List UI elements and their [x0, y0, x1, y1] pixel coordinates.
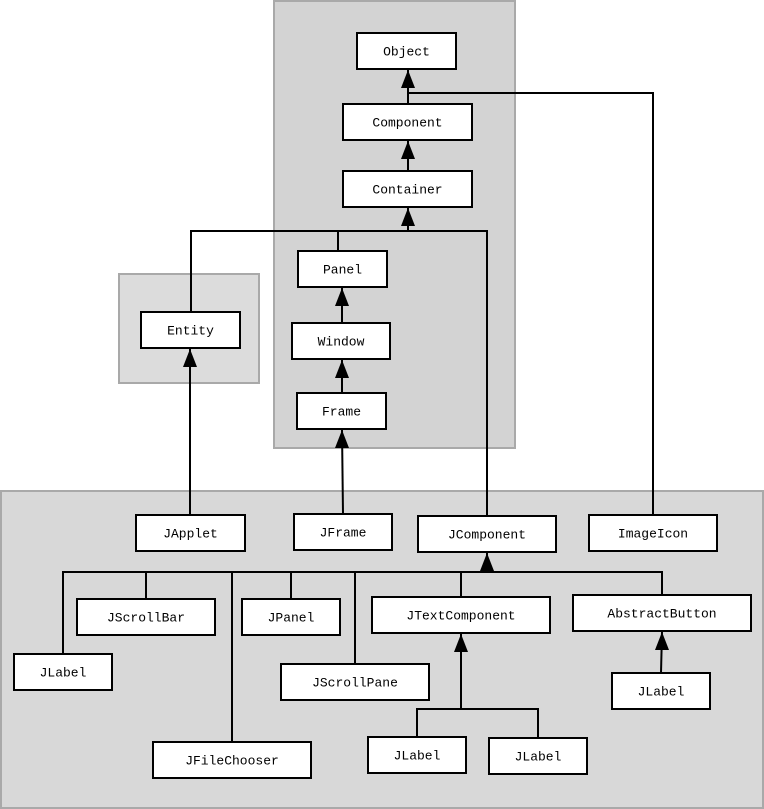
class-label: Object — [383, 44, 430, 59]
class-label: Component — [372, 115, 442, 130]
inheritance-edge-jcomponent-to-container — [408, 230, 488, 516]
class-box — [417, 515, 557, 553]
class-node-jlabel3: JLabel — [488, 737, 588, 775]
class-box — [76, 598, 216, 636]
class-box — [280, 663, 430, 701]
class-label: ImageIcon — [618, 526, 688, 541]
inheritance-edge-entity-to-container — [190, 230, 408, 312]
class-label: JLabel — [40, 665, 87, 680]
class-label: JLabel — [515, 749, 562, 764]
nodes-layer: ObjectComponentContainerPanelWindowFrame… — [13, 32, 752, 779]
class-box — [342, 170, 473, 208]
class-box — [296, 392, 387, 430]
class-label: Frame — [322, 404, 361, 419]
class-label: JLabel — [638, 684, 685, 699]
class-node-jlabel4: JLabel — [611, 672, 711, 710]
class-node-imageicon: ImageIcon — [588, 514, 718, 552]
class-box — [13, 653, 113, 691]
class-box — [356, 32, 457, 70]
arrowhead-icon — [655, 632, 669, 650]
class-box — [371, 596, 551, 634]
class-label: Entity — [167, 323, 214, 338]
class-node-jtextcomponent: JTextComponent — [371, 596, 551, 634]
arrowhead-icon — [401, 208, 415, 226]
arrowhead-icon — [335, 288, 349, 306]
class-node-container: Container — [342, 170, 473, 208]
arrowhead-icon — [335, 430, 349, 448]
package-group-awt — [273, 0, 516, 449]
class-label: Window — [318, 334, 365, 349]
class-box — [367, 736, 467, 774]
class-box — [572, 594, 752, 632]
class-box — [152, 741, 312, 779]
class-label: Panel — [323, 262, 362, 277]
class-node-jfilechooser: JFileChooser — [152, 741, 312, 779]
class-node-entity: Entity — [140, 311, 241, 349]
class-node-jlabel1: JLabel — [13, 653, 113, 691]
arrowhead-icon — [401, 141, 415, 159]
class-node-japplet: JApplet — [135, 514, 246, 552]
class-node-abstractbutton: AbstractButton — [572, 594, 752, 632]
class-label: JPanel — [268, 610, 315, 625]
arrowhead-icon — [335, 360, 349, 378]
inheritance-edge-imageicon-to-object — [408, 92, 654, 515]
arrowhead-icon — [183, 349, 197, 367]
class-node-jlabel2: JLabel — [367, 736, 467, 774]
class-label: JLabel — [394, 748, 441, 763]
class-label: JFileChooser — [185, 753, 279, 768]
class-node-jscrollbar: JScrollBar — [76, 598, 216, 636]
class-box — [291, 322, 391, 360]
class-box — [241, 598, 341, 636]
class-box — [611, 672, 711, 710]
class-node-object: Object — [356, 32, 457, 70]
class-box — [293, 513, 393, 551]
class-box — [140, 311, 241, 349]
class-node-panel: Panel — [297, 250, 388, 288]
class-label: JApplet — [163, 526, 218, 541]
class-label: JFrame — [320, 525, 367, 540]
class-box — [588, 514, 718, 552]
class-node-jpanel: JPanel — [241, 598, 341, 636]
class-node-jcomponent: JComponent — [417, 515, 557, 553]
class-box — [135, 514, 246, 552]
class-label: Container — [372, 182, 442, 197]
class-box — [488, 737, 588, 775]
class-box — [297, 250, 388, 288]
arrowhead-icon — [401, 70, 415, 88]
inheritance-edge-jlabel2-to-jtextcomponent — [416, 634, 462, 737]
arrowhead-icon — [454, 634, 468, 652]
class-label: JTextComponent — [406, 608, 515, 623]
arrowhead-icon — [480, 553, 494, 571]
class-node-jscrollpane: JScrollPane — [280, 663, 430, 701]
edges-layer — [62, 70, 669, 742]
class-node-window: Window — [291, 322, 391, 360]
class-label: AbstractButton — [607, 606, 716, 621]
class-box — [342, 103, 473, 141]
inheritance-edge-jlabel3-to-jtextcomponent — [461, 708, 539, 738]
class-node-frame: Frame — [296, 392, 387, 430]
class-label: JScrollBar — [107, 610, 185, 625]
inheritance-edge-abstractbutton-to-jcomponent — [487, 571, 663, 595]
class-label: JComponent — [448, 527, 526, 542]
class-label: JScrollPane — [312, 675, 398, 690]
class-node-component: Component — [342, 103, 473, 141]
class-node-jframe: JFrame — [293, 513, 393, 551]
